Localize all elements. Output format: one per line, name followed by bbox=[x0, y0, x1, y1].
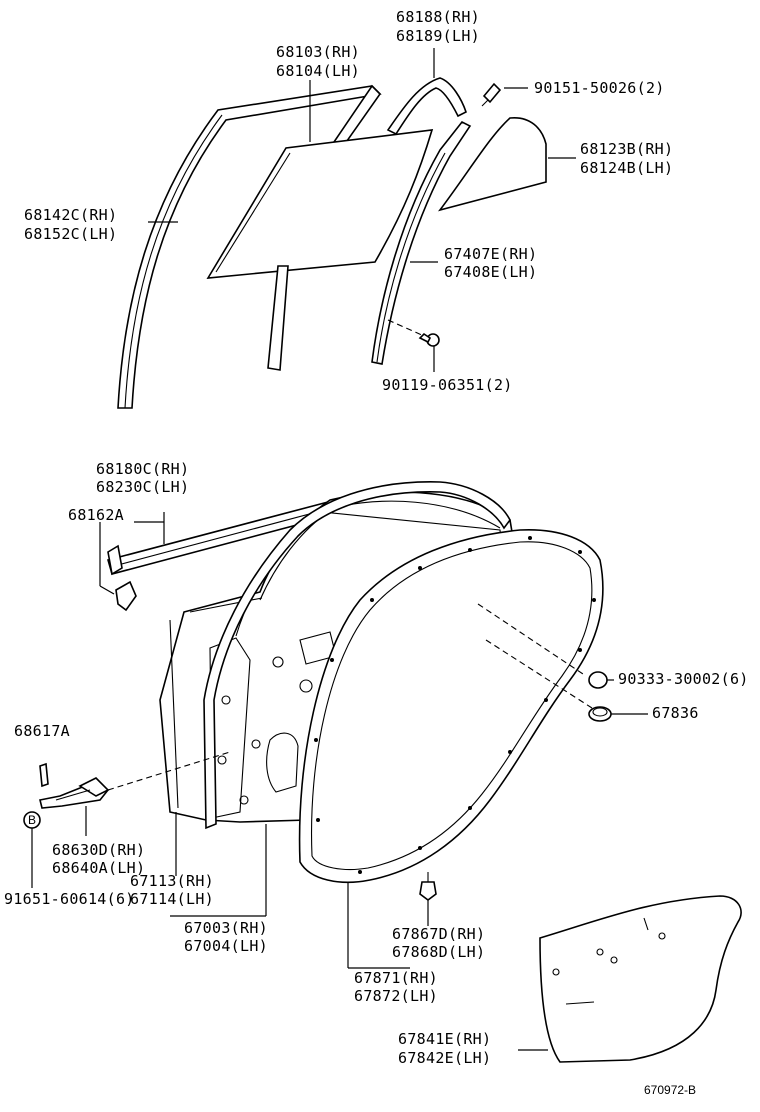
bolt-b-label: B bbox=[28, 813, 36, 827]
screw-90151-icon bbox=[481, 82, 502, 107]
label-68630d: 68630D(RH) bbox=[52, 841, 145, 859]
label-90119: 90119-06351(2) bbox=[382, 376, 513, 394]
label-91651: 91651-60614(6) bbox=[4, 890, 135, 908]
label-67867d: 67867D(RH) bbox=[392, 925, 485, 943]
leader-lines-top bbox=[148, 48, 576, 372]
label-68230c: 68230C(LH) bbox=[96, 478, 189, 496]
plug-67836-icon bbox=[588, 706, 648, 722]
bolt-b-marker: B bbox=[23, 811, 41, 888]
door-glass-68103 bbox=[206, 129, 434, 279]
label-67871: 67871(RH) bbox=[354, 969, 438, 987]
label-68142c: 68142C(RH) bbox=[24, 206, 117, 224]
label-67407e: 67407E(RH) bbox=[444, 245, 537, 263]
run-channel-67407e bbox=[371, 120, 472, 365]
quarter-run-68188 bbox=[386, 77, 467, 136]
label-68189: 68189(LH) bbox=[396, 27, 480, 45]
leader-lines-lower bbox=[134, 512, 429, 969]
label-67004: 67004(LH) bbox=[184, 937, 268, 955]
label-90151: 90151-50026(2) bbox=[534, 79, 665, 97]
label-67113: 67113(RH) bbox=[130, 872, 214, 890]
quarter-glass-68123b bbox=[437, 117, 547, 212]
label-68123b: 68123B(RH) bbox=[580, 140, 673, 158]
belt-moulding-68180c bbox=[107, 501, 340, 576]
plug-90333-icon bbox=[588, 671, 614, 689]
clip-67867d-icon bbox=[419, 872, 437, 901]
label-67114: 67114(LH) bbox=[130, 890, 214, 908]
label-67003: 67003(RH) bbox=[184, 919, 268, 937]
label-67841e: 67841E(RH) bbox=[398, 1030, 491, 1048]
glass-run-68142c bbox=[117, 84, 382, 409]
label-68617a: 68617A bbox=[14, 722, 70, 740]
label-68152c: 68152C(LH) bbox=[24, 225, 117, 243]
label-68103: 68103(RH) bbox=[276, 43, 360, 61]
weatherstrip-67871 bbox=[298, 529, 604, 883]
label-68640a: 68640A(LH) bbox=[52, 859, 145, 877]
label-68162a: 68162A bbox=[68, 506, 124, 524]
label-90333: 90333-30002(6) bbox=[618, 670, 749, 688]
label-68124b: 68124B(LH) bbox=[580, 159, 673, 177]
label-67836: 67836 bbox=[652, 704, 699, 722]
label-67868d: 67868D(LH) bbox=[392, 943, 485, 961]
pin-68617a-icon bbox=[39, 762, 49, 788]
division-bar bbox=[267, 265, 289, 371]
clip-68162a-icon bbox=[99, 522, 137, 612]
label-68188: 68188(RH) bbox=[396, 8, 480, 26]
label-67408e: 67408E(LH) bbox=[444, 263, 537, 281]
label-68104: 68104(LH) bbox=[276, 62, 360, 80]
label-67842e: 67842E(LH) bbox=[398, 1049, 491, 1067]
label-67872: 67872(LH) bbox=[354, 987, 438, 1005]
plug-leaders bbox=[477, 603, 593, 709]
bolt-90119-icon bbox=[387, 319, 440, 347]
door-check-68630d bbox=[39, 751, 231, 836]
weatherstrip-frame bbox=[203, 481, 511, 830]
figure-code: 670972-B bbox=[644, 1083, 696, 1097]
label-68180c: 68180C(RH) bbox=[96, 460, 189, 478]
hole-cover-67841e bbox=[518, 895, 742, 1063]
